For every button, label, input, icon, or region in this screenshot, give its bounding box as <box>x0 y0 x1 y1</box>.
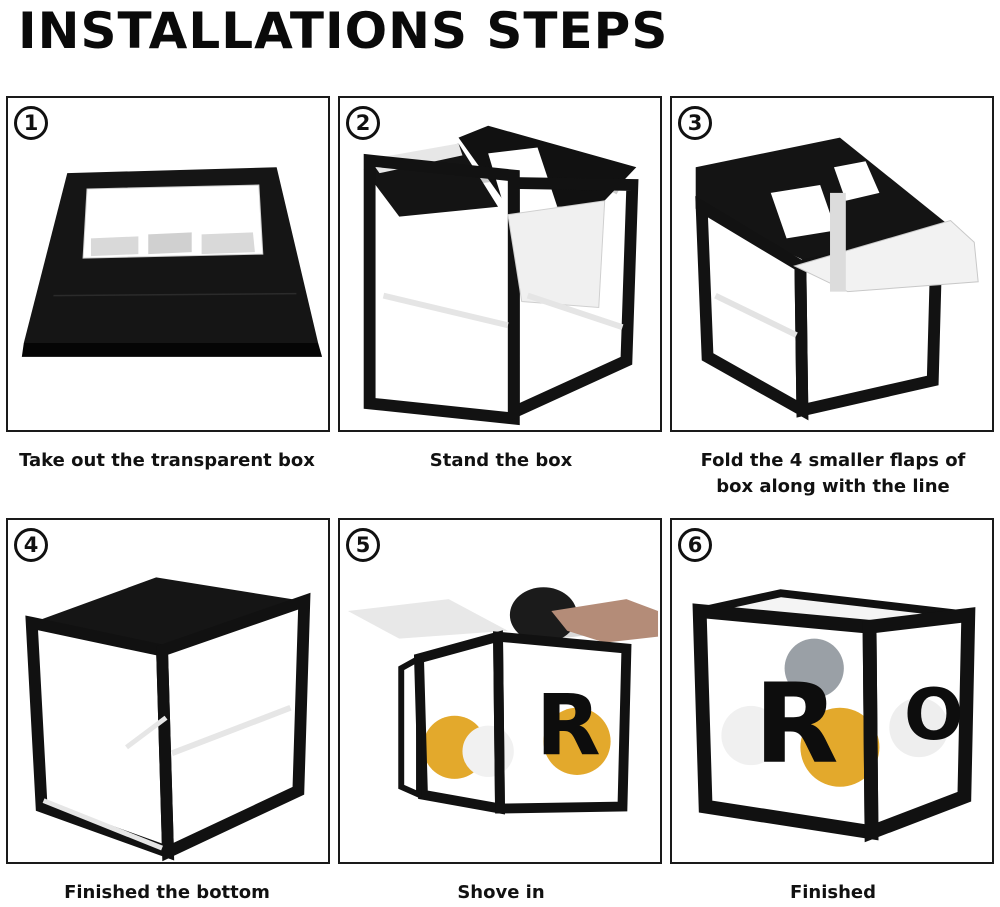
step-1-caption-line: Take out the transparent box <box>19 450 315 471</box>
step-4-number-badge: 4 <box>14 528 48 562</box>
step-6-caption: Finished <box>666 880 1000 906</box>
step-5-number-badge: 5 <box>346 528 380 562</box>
finished-box-illustration <box>692 589 976 843</box>
step-3-caption: Fold the 4 smaller flaps of box along wi… <box>666 448 1000 500</box>
finished-bottom-illustration <box>25 577 311 862</box>
step-5-box-letter: R <box>536 676 601 774</box>
step-3-caption-line-2: box along with the line <box>716 476 950 497</box>
step-5-caption-line: Shove in <box>457 882 545 903</box>
step-4-panel: 4 <box>6 518 330 864</box>
shove-in-balloons-illustration <box>347 587 659 815</box>
step-2-caption-line: Stand the box <box>429 450 573 471</box>
step-2-number-badge: 2 <box>346 106 380 140</box>
step-1-number-badge: 1 <box>14 106 48 140</box>
fold-flaps-illustration <box>695 137 979 421</box>
step-1-panel: 1 <box>6 96 330 432</box>
step-6-number-badge: 6 <box>678 528 712 562</box>
step-4-caption: Finished the bottom <box>0 880 334 906</box>
step-6-box-letter-front: R <box>754 660 839 788</box>
page-title: INSTALLATIONS STEPS <box>18 2 669 60</box>
step-2-caption: Stand the box <box>334 448 668 474</box>
step-3-panel: 3 <box>670 96 994 432</box>
step-3-caption-line-1: Fold the 4 smaller flaps of <box>700 450 966 471</box>
step-1-caption: Take out the transparent box <box>0 448 334 474</box>
step-4-caption-line: Finished the bottom <box>64 882 270 903</box>
step-5-caption: Shove in <box>334 880 668 906</box>
standing-box-illustration <box>363 125 639 426</box>
step-6-panel: 6 R O <box>670 518 994 864</box>
step-5-panel: 5 R <box>338 518 662 864</box>
step-6-caption-line: Finished <box>789 882 877 903</box>
step-2-panel: 2 <box>338 96 662 432</box>
step-3-number-badge: 3 <box>678 106 712 140</box>
flat-box-illustration <box>21 167 323 357</box>
step-6-box-letter-side: O <box>904 674 964 756</box>
